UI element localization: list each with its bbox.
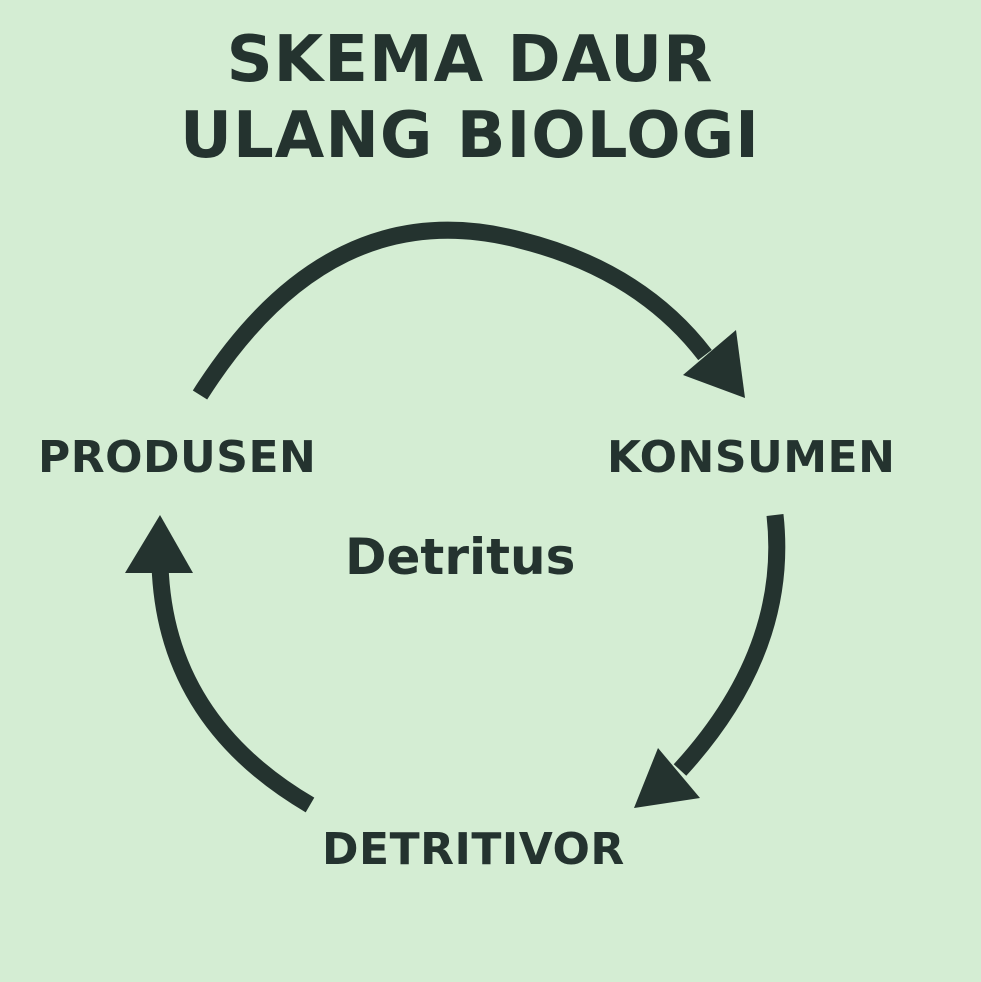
arrowhead-konsumen — [683, 330, 745, 398]
node-detritivor: DETRITIVOR — [322, 824, 625, 875]
arrowhead-produsen — [125, 515, 193, 573]
arrow-detritivor-to-produsen — [151, 564, 315, 813]
arrow-produsen-to-konsumen — [192, 221, 712, 400]
node-produsen: PRODUSEN — [38, 432, 317, 483]
center-label-detritus: Detritus — [345, 528, 576, 586]
arrowhead-detritivor — [634, 748, 700, 808]
diagram-title: SKEMA DAUR ULANG BIOLOGI — [0, 22, 940, 174]
title-line-2: ULANG BIOLOGI — [180, 99, 760, 173]
arrow-konsumen-to-detritivor — [673, 514, 786, 776]
title-line-1: SKEMA DAUR — [226, 23, 714, 97]
node-konsumen: KONSUMEN — [607, 432, 896, 483]
